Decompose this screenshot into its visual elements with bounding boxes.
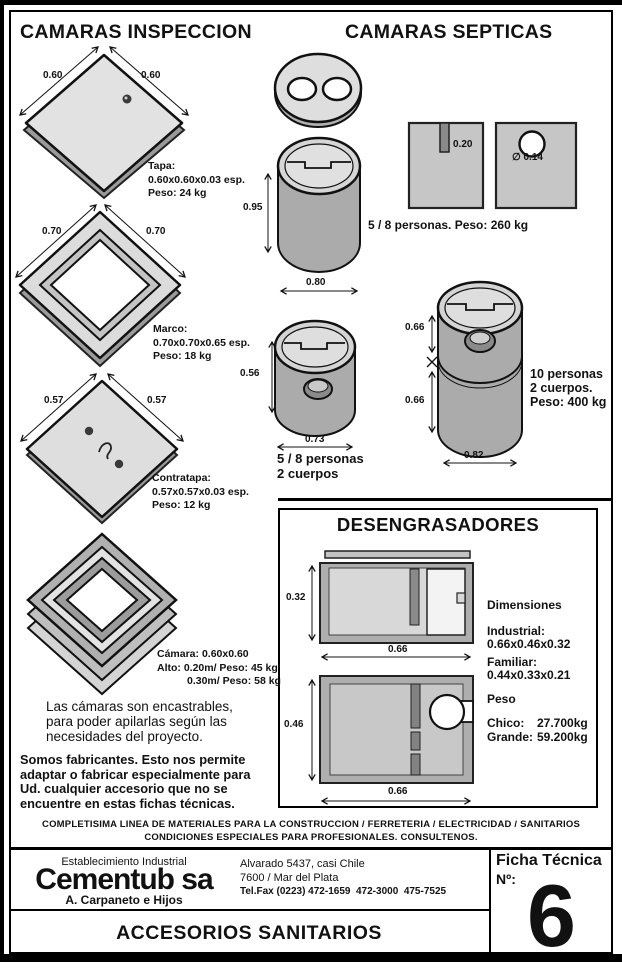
marco-dim-right: 0.70 — [146, 226, 166, 237]
tank3-alto-sup: 0.66 — [405, 322, 425, 333]
marco-dim-left: 0.70 — [42, 226, 62, 237]
contratapa-peso: Peso: 12 kg — [152, 499, 211, 511]
marco-nombre: Marco: — [153, 323, 188, 335]
footer-telefono: Tel.Fax (0223) 472-1659 472-3000 475-752… — [240, 886, 447, 897]
footer-divider-vertical — [489, 847, 491, 956]
nota-encastrables: Las cámaras son encastrables, para poder… — [46, 699, 233, 744]
banner-linea1: COMPLETISIMA LINEA DE MATERIALES PARA LA… — [42, 819, 580, 830]
marco-medidas: 0.70x0.70x0.65 esp. — [153, 336, 250, 349]
producto-titulo: ACCESORIOS SANITARIOS — [116, 922, 382, 944]
tapa-medidas: 0.60x0.60x0.03 esp. — [148, 173, 245, 186]
ficha-tecnica-label: Ficha Técnica — [496, 852, 602, 869]
section-divider-line — [278, 498, 612, 501]
tank1-ancho: 0.80 — [306, 277, 326, 288]
camara-linea1: Cámara: 0.60x0.60 — [157, 648, 249, 660]
tapa-peso: Peso: 24 kg — [148, 187, 207, 199]
bottom-thick-bar — [0, 954, 622, 962]
deseng2-ancho: 0.66 — [388, 786, 408, 797]
marco-peso: Peso: 18 kg — [153, 350, 212, 362]
footer-top-line — [9, 847, 613, 850]
scan-edge-left — [0, 0, 4, 962]
placa-orificio-dim: ∅ 0.14 — [512, 152, 543, 163]
tank3-ancho: 0.82 — [464, 450, 484, 461]
company-logo: Cementub sa — [35, 863, 213, 896]
tank2-ancho: 0.73 — [305, 434, 325, 445]
camara-linea3: 0.30m/ Peso: 58 kg — [187, 675, 281, 687]
tank2-alto: 0.56 — [240, 368, 260, 379]
deseng1-alto: 0.32 — [286, 592, 306, 603]
footer-direccion1: Alvarado 5437, casi Chile — [240, 858, 365, 870]
ficha-numero: 6 — [527, 866, 576, 965]
ficha-numero-label: Nº: — [496, 871, 516, 887]
deseng-familiar-label: Familiar: — [487, 655, 538, 669]
tank3-alto-inf: 0.66 — [405, 395, 425, 406]
title-camaras-inspeccion: CAMARAS INSPECCION — [20, 21, 252, 43]
placa-ranura-dim: 0.20 — [453, 139, 473, 150]
contratapa-nombre: Contratapa: — [152, 472, 211, 484]
page-border-frame — [9, 10, 613, 954]
title-desengrasadores: DESENGRASADORES — [336, 514, 540, 535]
tapa-annotation: Tapa: 0.60x0.60x0.03 esp. Peso: 24 kg — [148, 160, 245, 201]
tapa-nombre: Tapa: — [148, 160, 176, 172]
deseng-peso-titulo: Peso — [487, 692, 516, 706]
tank1-caption: 5 / 8 personas. Peso: 260 kg — [368, 218, 529, 232]
nota-fabricantes: Somos fabricantes. Esto nos permite adap… — [20, 752, 251, 811]
deseng-chico-label: Chico: — [487, 716, 525, 730]
title-camaras-septicas: CAMARAS SEPTICAS — [345, 21, 553, 43]
tank2-caption: 5 / 8 personas 2 cuerpos — [277, 451, 364, 481]
marco-annotation: Marco: 0.70x0.70x0.65 esp. Peso: 18 kg — [153, 323, 250, 364]
deseng-chico-valor: 27.700kg — [537, 716, 588, 730]
contratapa-dim-left: 0.57 — [44, 395, 64, 406]
deseng1-ancho: 0.66 — [388, 644, 408, 655]
camara-annotation: Cámara: 0.60x0.60 Alto: 0.20m/ Peso: 45 … — [157, 648, 281, 689]
deseng-grande-valor: 59.200kg — [537, 730, 588, 744]
tank1-alto: 0.95 — [243, 202, 263, 213]
deseng-dimensiones-titulo: Dimensiones — [487, 598, 562, 612]
contratapa-annotation: Contratapa: 0.57x0.57x0.03 esp. Peso: 12… — [152, 472, 249, 513]
tank3-caption: 10 personas 2 cuerpos. Peso: 400 kg — [530, 367, 607, 409]
tapa-dim-right: 0.60 — [141, 70, 161, 81]
tapa-dim-left: 0.60 — [43, 70, 63, 81]
footer-direccion2: 7600 / Mar del Plata — [240, 872, 339, 884]
footer-establecimiento: Establecimiento Industrial — [61, 856, 187, 868]
footer-mid-line — [9, 909, 489, 911]
desengrasadores-box — [278, 508, 598, 808]
deseng-industrial-label: Industrial: — [487, 624, 546, 638]
scan-edge-top — [0, 0, 622, 5]
deseng2-alto: 0.46 — [284, 719, 304, 730]
contratapa-dim-right: 0.57 — [147, 395, 167, 406]
deseng-industrial-valor: 0.66x0.46x0.32 — [487, 637, 571, 651]
banner-linea2: CONDICIONES ESPECIALES PARA PROFESIONALE… — [144, 832, 478, 843]
footer-firma: A. Carpaneto e Hijos — [65, 893, 183, 907]
contratapa-medidas: 0.57x0.57x0.03 esp. — [152, 485, 249, 498]
deseng-familiar-valor: 0.44x0.33x0.21 — [487, 668, 571, 682]
deseng-grande-label: Grande: — [487, 730, 534, 744]
camara-linea2: Alto: 0.20m/ Peso: 45 kg — [157, 661, 278, 674]
